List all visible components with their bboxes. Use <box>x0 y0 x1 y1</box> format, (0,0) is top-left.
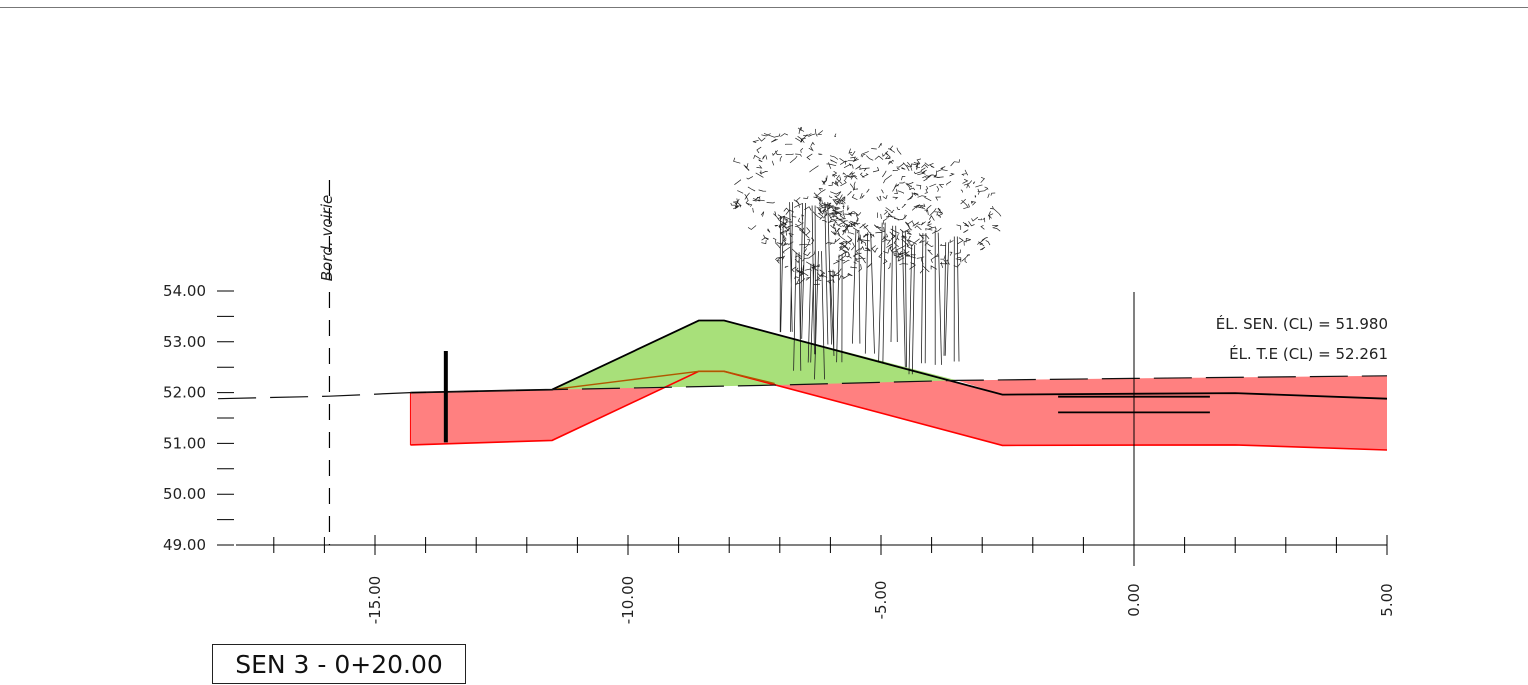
top-border-line <box>0 7 1528 8</box>
area-layer <box>410 320 1387 450</box>
tree-symbols <box>730 126 1002 380</box>
x-tick-label-2: -5.00 <box>872 581 890 620</box>
y-tick-label-2: 51.00 <box>163 434 206 452</box>
y-tick-label-4: 53.00 <box>163 333 206 351</box>
tree-icon <box>772 189 872 380</box>
section-title: SEN 3 - 0+20.00 <box>235 650 443 679</box>
y-tick-label-5: 54.00 <box>163 282 206 300</box>
tree-trunks <box>852 222 907 368</box>
buried-structure-line <box>552 370 775 391</box>
tree-trunks <box>793 251 843 380</box>
x-tick-label-1: -10.00 <box>619 576 637 624</box>
berm-fill-area <box>552 320 957 390</box>
cut-area-right <box>956 375 1387 399</box>
tree-foliage <box>730 126 870 257</box>
existing-ground-line <box>218 375 1388 400</box>
tree-icon <box>813 142 944 368</box>
tree-trunks <box>779 202 832 355</box>
road-edge-label: Bord. voirie <box>318 195 336 281</box>
x-tick-label-0: -15.00 <box>366 576 384 624</box>
elevation-sen-label: ÉL. SEN. (CL) = 51.980 <box>1216 314 1388 333</box>
label-layer: 49.00 50.00 51.00 52.00 53.00 54.00 -15.00 -10.… <box>163 195 1396 624</box>
x-tick-label-3: 0.00 <box>1125 583 1143 616</box>
section-title-box: SEN 3 - 0+20.00 <box>212 644 466 684</box>
x-tick-label-4: 5.00 <box>1378 583 1396 616</box>
elevation-te-label: ÉL. T.E (CL) = 52.261 <box>1229 344 1388 363</box>
tree-foliage <box>772 189 872 286</box>
y-tick-label-1: 50.00 <box>163 485 206 503</box>
tree-foliage <box>873 159 1002 274</box>
tree-trunks <box>908 232 960 375</box>
y-tick-label-3: 52.00 <box>163 384 206 402</box>
axis-layer <box>217 290 1388 555</box>
tree-icon <box>873 159 1002 375</box>
line-layer <box>218 180 1388 566</box>
y-tick-label-0: 49.00 <box>163 536 206 554</box>
